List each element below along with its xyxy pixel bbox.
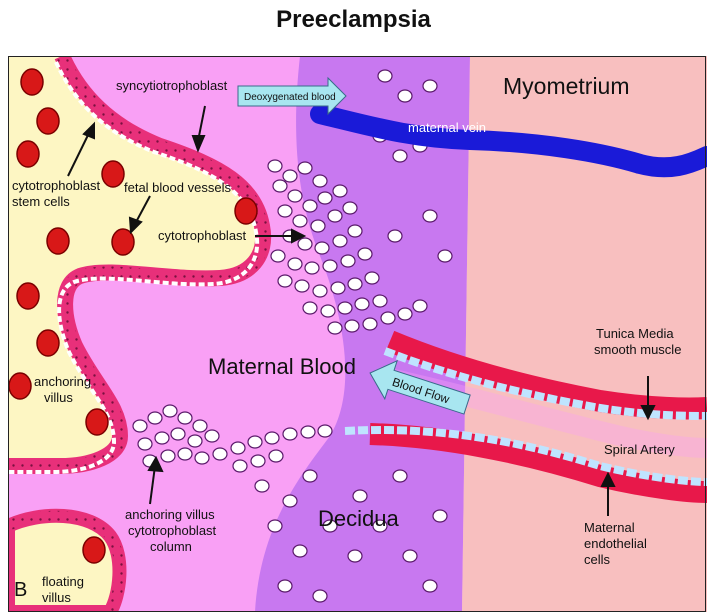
anchoring-villus-label-2: villus (44, 390, 73, 405)
floating-villus-label-2: villus (42, 590, 71, 605)
decidua-label: Decidua (318, 506, 399, 531)
tunica-media-label-1: Tunica Media (596, 326, 674, 341)
placenta-diagram: Deoxygenated blood Blood Flow Myometrium… (0, 56, 707, 612)
cytotrophoblast-stem-label-2: stem cells (12, 194, 70, 209)
maternal-vein-label: maternal vein (408, 120, 486, 135)
fetal-blood-vessels-label: fetal blood vessels (124, 180, 231, 195)
spiral-artery-label: Spiral Artery (604, 442, 675, 457)
floating-villus-label-1: floating (42, 574, 84, 589)
anchoring-villus-label-1: anchoring (34, 374, 91, 389)
maternal-blood-label: Maternal Blood (208, 354, 356, 379)
cytotrophoblast-label: cytotrophoblast (158, 228, 247, 243)
deoxygenated-blood-label: Deoxygenated blood (244, 92, 336, 103)
maternal-endothelial-label-3: cells (584, 552, 611, 567)
anchoring-column-label-2: cytotrophoblast (128, 523, 217, 538)
syncytiotrophoblast-label: syncytiotrophoblast (116, 78, 228, 93)
page-title: Preeclampsia (0, 6, 707, 34)
tunica-media-label-2: smooth muscle (594, 342, 681, 357)
anchoring-column-label-1: anchoring villus (125, 507, 215, 522)
panel-letter: B (14, 579, 27, 601)
cytotrophoblast-stem-label-1: cytotrophoblast (12, 178, 101, 193)
maternal-endothelial-label-1: Maternal (584, 520, 635, 535)
maternal-endothelial-label-2: endothelial (584, 536, 647, 551)
anchoring-column-label-3: column (150, 539, 192, 554)
myometrium-label: Myometrium (503, 73, 630, 99)
